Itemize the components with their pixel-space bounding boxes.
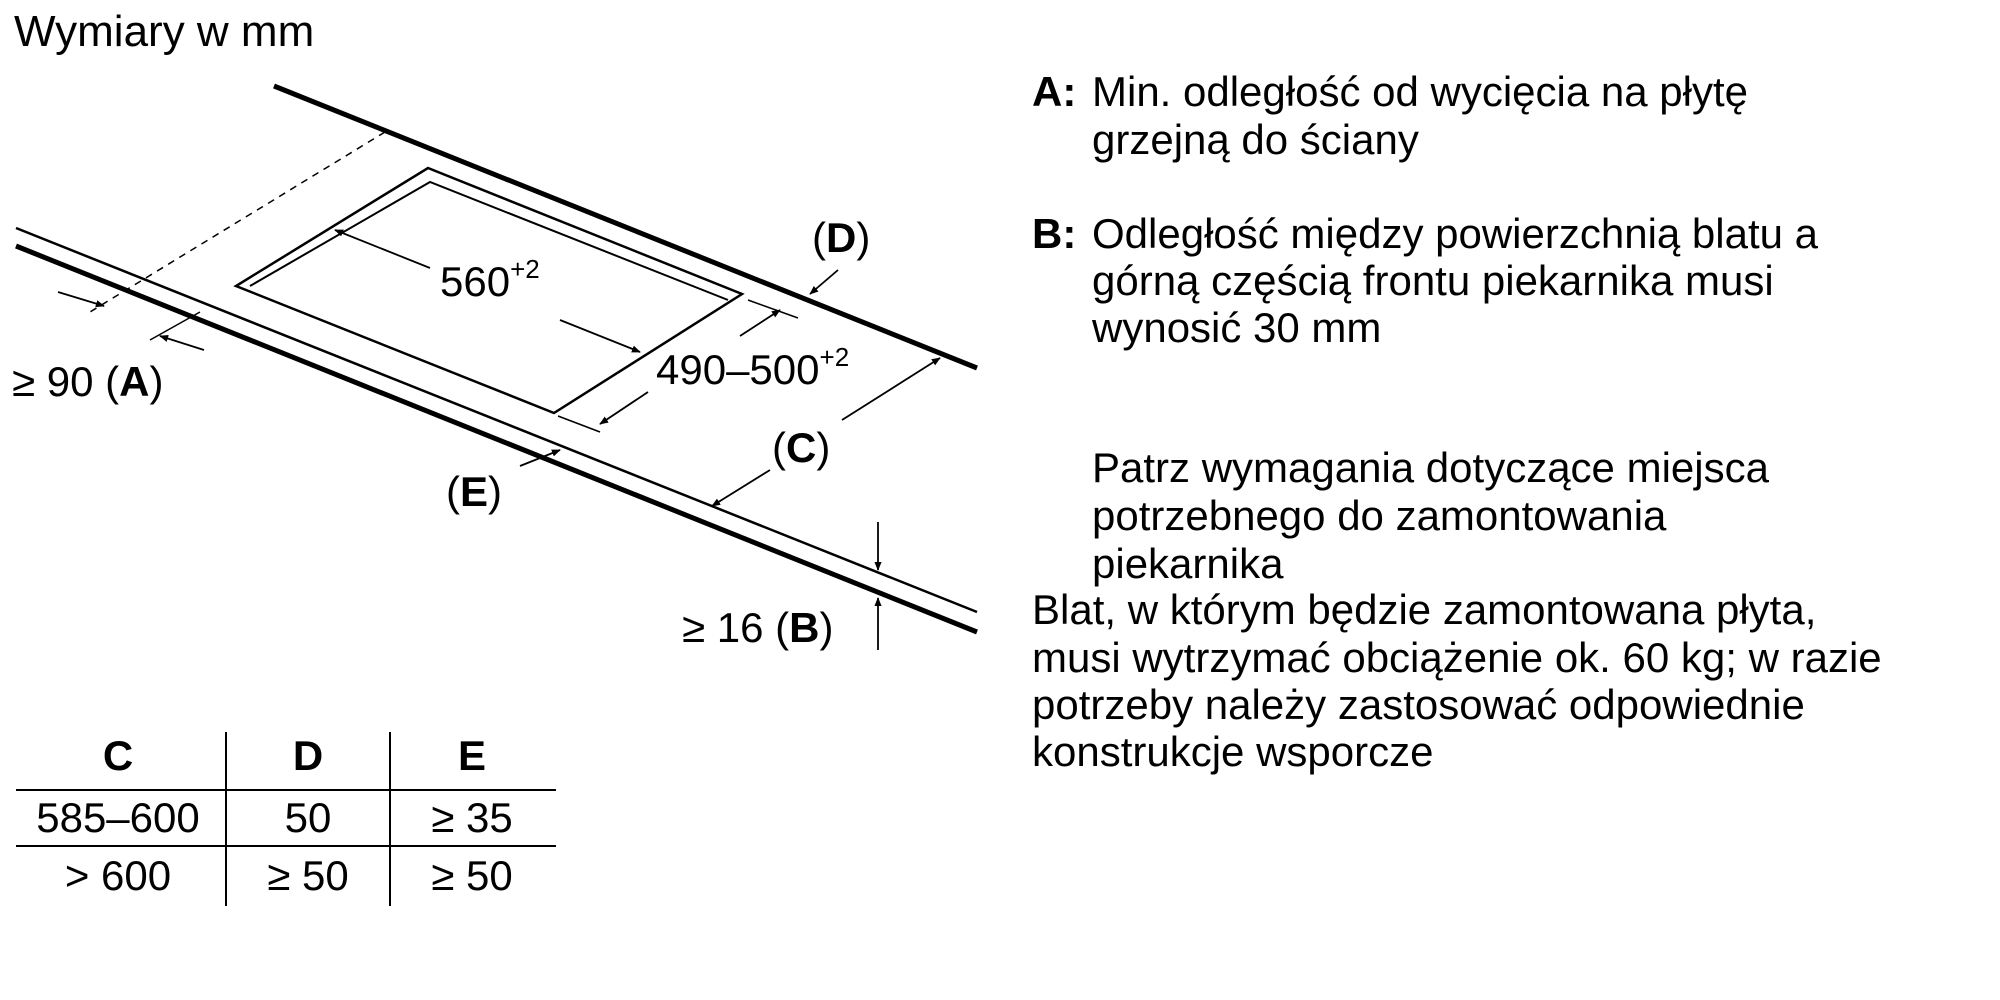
dim-A-arrow-top	[57, 291, 105, 308]
dim-C-arrow-bottom	[711, 469, 771, 507]
label-C: (C)	[772, 424, 830, 471]
label-A: ≥ 90 (A)	[12, 358, 163, 405]
dim-A-arrow-bottom	[159, 335, 205, 351]
table-header-D: D	[293, 732, 323, 779]
table-cell: ≥ 50	[431, 852, 512, 899]
dim-A-ext	[149, 311, 201, 341]
notice-line: konstrukcje wsporcze	[1032, 728, 1433, 775]
side-edge-dashed	[89, 131, 386, 313]
table-cell: 585–600	[36, 794, 200, 841]
dim-width-label: 560+2	[440, 254, 540, 305]
notice-line: Blat, w którym będzie zamontowana płyta,	[1032, 586, 1816, 633]
table-cell: ≥ 50	[267, 852, 348, 899]
dim-width-arrow-right	[559, 319, 641, 353]
legend-key: A:	[1032, 68, 1076, 115]
dim-depth-ext-top	[747, 299, 799, 319]
note-line: potrzebnego do zamontowania	[1092, 492, 1667, 539]
load-notice: Blat, w którym będzie zamontowana płyta,…	[1032, 586, 1882, 775]
notice-line: musi wytrzymać obciążenie ok. 60 kg; w r…	[1032, 634, 1882, 681]
dim-depth-ext-bottom	[557, 415, 601, 433]
dim-depth-label: 490–500+2	[656, 342, 849, 393]
legend-line: Min. odległość od wycięcia na płytę	[1092, 68, 1748, 115]
dim-depth-arrow-bottom	[599, 391, 649, 425]
dim-E-arrow	[519, 449, 561, 467]
countertop-front-top-line	[15, 226, 978, 614]
page-title: Wymiary w mm	[14, 7, 314, 56]
label-E: (E)	[446, 468, 502, 515]
legend-line: wynosić 30 mm	[1091, 304, 1381, 351]
legend-line: Odległość między powierzchnią blatu a	[1092, 210, 1819, 257]
oven-note: Patrz wymagania dotyczące miejsca potrze…	[1092, 444, 1770, 587]
table-cell: ≥ 35	[431, 794, 512, 841]
dim-D-arrow	[809, 269, 839, 295]
label-D: (D)	[812, 214, 870, 261]
dim-depth-arrow-top	[739, 309, 781, 337]
legend-item-A: A: Min. odległość od wycięcia na płytę g…	[1032, 68, 1748, 163]
countertop-back-edge	[273, 83, 978, 371]
table-header-E: E	[458, 732, 486, 779]
dim-C-arrow-top	[841, 357, 941, 421]
legend-line: grzejną do ściany	[1092, 116, 1419, 163]
table-header-C: C	[103, 732, 133, 779]
table-cell: 50	[285, 794, 332, 841]
table-cell: > 600	[65, 852, 171, 899]
legend-item-B: B: Odległość między powierzchnią blatu a…	[1032, 210, 1819, 351]
notice-line: potrzeby należy zastosować odpowiednie	[1032, 681, 1805, 728]
legend-key: B:	[1032, 210, 1076, 257]
label-B: ≥ 16 (B)	[682, 604, 833, 651]
cutout-outline	[233, 166, 745, 415]
legend-line: górną częścią frontu piekarnika musi	[1092, 257, 1774, 304]
note-line: Patrz wymagania dotyczące miejsca	[1092, 444, 1770, 491]
countertop-front-bottom-line	[15, 243, 978, 635]
note-line: piekarnika	[1092, 540, 1284, 587]
cutout-inner-edge	[249, 180, 729, 301]
dimension-table: C D E 585–600 50 ≥ 35 > 600 ≥ 50 ≥ 50	[16, 732, 556, 906]
dim-width-arrow-left	[334, 229, 431, 269]
